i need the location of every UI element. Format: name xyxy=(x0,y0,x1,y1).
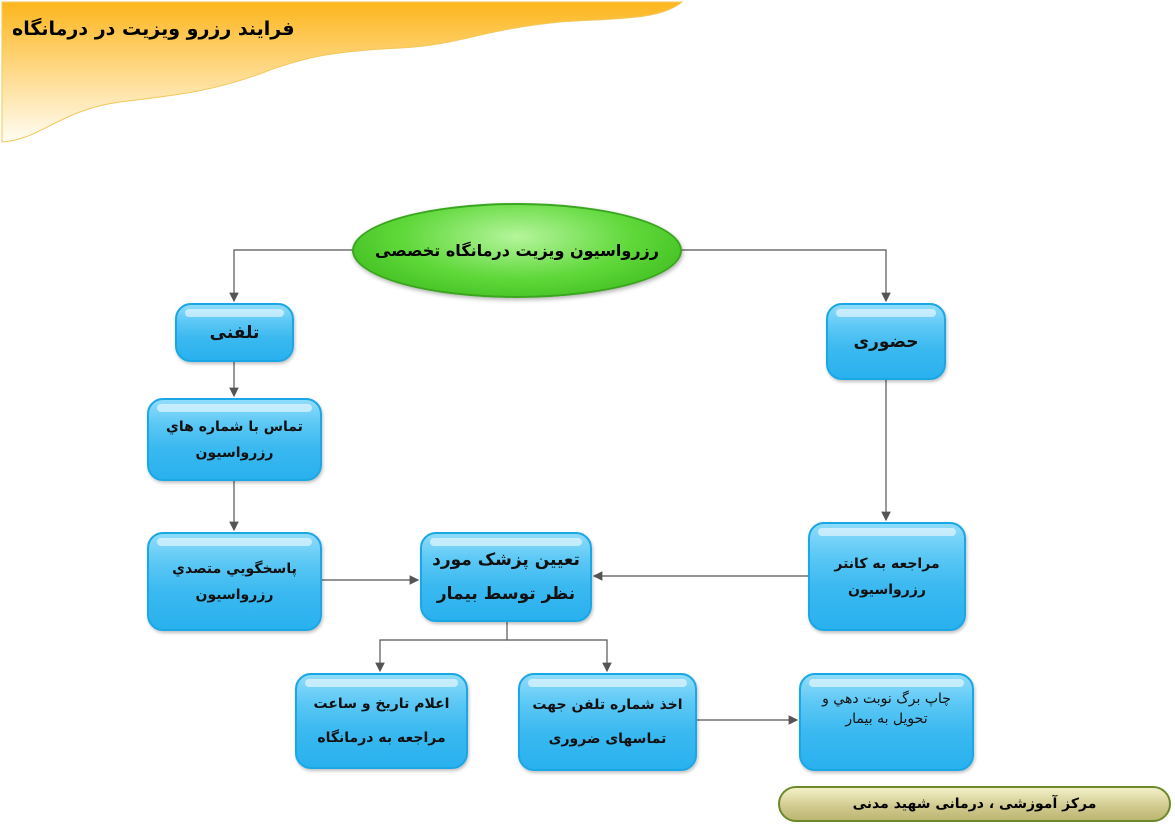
page-title: فرایند رزرو ویزیت در درمانگاه xyxy=(12,18,295,40)
choose-doctor-node: تعیین پزشک مورد نظر توسط بیمار xyxy=(420,532,592,622)
title-banner xyxy=(1,1,684,143)
get-phone-node: اخذ شماره تلفن جهت تماسهای ضروری xyxy=(518,673,697,771)
footer-label: مرکز آموزشی ، درمانی شهید مدنی xyxy=(778,786,1171,822)
counter-node: مراجعه به کانتر رزرواسیون xyxy=(808,522,966,631)
in-person-node: حضوری xyxy=(826,303,946,380)
phone-node: تلفنی xyxy=(175,303,294,362)
print-slip-node: چاپ برگ نوبت دهي و تحویل به بیمار xyxy=(799,673,974,771)
phone-operator-node: پاسخگويي متصدي رزرواسیون xyxy=(147,532,322,631)
call-numbers-node: تماس با شماره هاي رزرواسیون xyxy=(147,398,322,481)
announce-date-node: اعلام تاریخ و ساعت مراجعه به درمانگاه xyxy=(295,673,468,769)
root-node: رزرواسیون ویزیت درمانگاه تخصصی xyxy=(352,203,682,298)
